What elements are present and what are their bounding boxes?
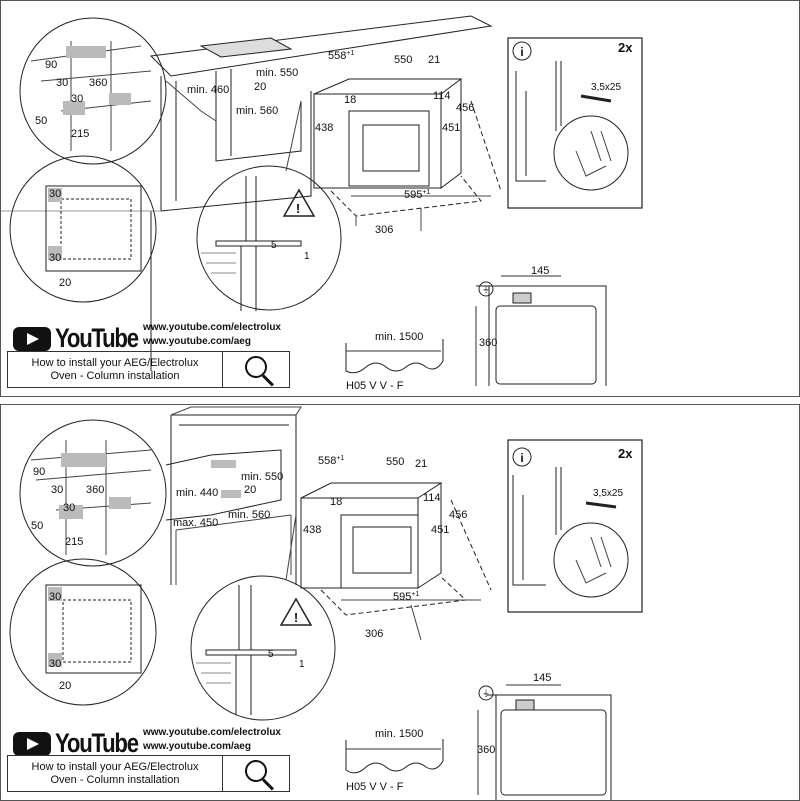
youtube-logo: YouTube	[13, 728, 156, 759]
info-icon: i	[520, 451, 523, 465]
dim-oven-550: 550	[386, 456, 404, 468]
youtube-word: YouTube	[55, 323, 139, 353]
dim-detail-30b: 30	[49, 658, 61, 670]
youtube-url-aeg[interactable]: www.youtube.com/aeg	[143, 336, 251, 347]
howto-text: How to install your AEG/Electrolux Oven …	[8, 352, 223, 387]
magnifier-icon	[223, 756, 289, 791]
dim-detail-30a: 30	[49, 188, 61, 200]
youtube-urls: www.youtube.com/electrolux www.youtube.c…	[143, 321, 281, 349]
dim-oven-558: 558+1	[318, 455, 344, 467]
dim-oven-438: 438	[303, 524, 321, 536]
dim-cab-20: 20	[244, 484, 256, 496]
earth-icon: ⏚	[482, 689, 490, 698]
info-2x: 2x	[618, 446, 633, 461]
dim-detail-30b: 30	[49, 252, 61, 264]
dim-detail-20: 20	[59, 277, 71, 289]
cable-type-label: H05 V V - F	[346, 781, 404, 793]
dim-zoom-5: 5	[271, 240, 277, 251]
howto-line2: Oven - Column installation	[50, 773, 180, 786]
dim-side-360: 360	[479, 337, 497, 349]
cable-type-label: H05 V V - F	[346, 380, 404, 392]
youtube-url-electrolux[interactable]: www.youtube.com/electrolux	[143, 322, 281, 333]
info-screw-size: 3,5x25	[591, 82, 621, 93]
dim-cab-min550: min. 550	[256, 67, 298, 79]
dim-niche-30a: 30	[56, 77, 68, 89]
installation-sheet-1: 90 30 360 30 50 215 30 30 20 min. 460 mi…	[0, 0, 800, 397]
info-screw-size: 3,5x25	[593, 488, 623, 499]
dim-zoom-1: 1	[299, 659, 305, 670]
dim-niche-30a: 30	[51, 484, 63, 496]
dim-oven-21: 21	[415, 458, 427, 470]
dim-oven-595: 595+1	[404, 189, 430, 201]
youtube-url-aeg[interactable]: www.youtube.com/aeg	[143, 741, 251, 752]
youtube-logo: YouTube	[13, 323, 156, 354]
magnifier-icon	[223, 352, 289, 387]
howto-line2: Oven - Column installation	[50, 369, 180, 382]
sheet-2-drawing: 90 30 360 30 50 215 30 30 20 min. 440 ma…	[9, 406, 643, 800]
dim-detail-20: 20	[59, 680, 71, 692]
dim-oven-438: 438	[315, 122, 333, 134]
dim-niche-30b: 30	[71, 93, 83, 105]
dim-niche-215: 215	[71, 128, 89, 140]
dim-oven-550: 550	[394, 54, 412, 66]
dim-oven-18: 18	[344, 94, 356, 106]
dim-oven-18: 18	[330, 496, 342, 508]
earth-icon: ⏚	[482, 285, 490, 294]
dim-niche-90: 90	[45, 59, 57, 71]
youtube-word: YouTube	[55, 728, 139, 758]
dim-zoom-5: 5	[268, 649, 274, 660]
dim-oven-456: 456	[456, 102, 474, 114]
installation-sheet-2: 90 30 360 30 50 215 30 30 20 min. 440 ma…	[0, 404, 800, 801]
howto-box: How to install your AEG/Electrolux Oven …	[7, 755, 290, 792]
dim-oven-21: 21	[428, 54, 440, 66]
dim-cab-min550: min. 550	[241, 471, 283, 483]
dim-oven-114: 114	[433, 90, 451, 102]
dim-oven-114: 114	[423, 492, 441, 504]
play-icon	[13, 731, 51, 756]
dim-niche-50: 50	[31, 520, 43, 532]
dim-zoom-1: 1	[304, 251, 310, 262]
dim-side-145: 145	[533, 672, 551, 684]
warning-icon: !	[296, 201, 300, 216]
dim-oven-306: 306	[365, 628, 383, 640]
dim-side-360: 360	[477, 744, 495, 756]
dim-oven-306: 306	[375, 224, 393, 236]
dim-cab-min440: min. 440	[176, 487, 218, 499]
dim-niche-360: 360	[86, 484, 104, 496]
dim-oven-451: 451	[442, 122, 460, 134]
howto-text: How to install your AEG/Electrolux Oven …	[8, 756, 223, 791]
dim-niche-90: 90	[33, 466, 45, 478]
dim-niche-215: 215	[65, 536, 83, 548]
dim-cable-min1500: min. 1500	[375, 728, 423, 740]
play-icon	[13, 326, 51, 351]
howto-line1: How to install your AEG/Electrolux	[31, 356, 199, 369]
howto-box: How to install your AEG/Electrolux Oven …	[7, 351, 290, 388]
dim-oven-451: 451	[431, 524, 449, 536]
warning-icon: !	[294, 610, 298, 625]
howto-line1: How to install your AEG/Electrolux	[31, 760, 199, 773]
dim-side-145: 145	[531, 265, 549, 277]
info-icon: i	[520, 45, 523, 59]
dim-cable-min1500: min. 1500	[375, 331, 423, 343]
dim-cab-min560: min. 560	[228, 509, 270, 521]
dim-cab-20: 20	[254, 81, 266, 93]
sheet-1-drawing: 90 30 360 30 50 215 30 30 20 min. 460 mi…	[1, 15, 643, 392]
dim-cab-max450: max. 450	[173, 517, 218, 529]
dim-niche-30b: 30	[63, 502, 75, 514]
youtube-urls: www.youtube.com/electrolux www.youtube.c…	[143, 726, 281, 754]
dim-cab-min460: min. 460	[187, 84, 229, 96]
dim-detail-30a: 30	[49, 591, 61, 603]
youtube-url-electrolux[interactable]: www.youtube.com/electrolux	[143, 727, 281, 738]
info-2x: 2x	[618, 40, 633, 55]
dim-oven-595: 595+1	[393, 591, 419, 603]
dim-cab-min560: min. 560	[236, 105, 278, 117]
dim-oven-456: 456	[449, 509, 467, 521]
dim-oven-558: 558+1	[328, 50, 354, 62]
dim-niche-50: 50	[35, 115, 47, 127]
dim-niche-360: 360	[89, 77, 107, 89]
